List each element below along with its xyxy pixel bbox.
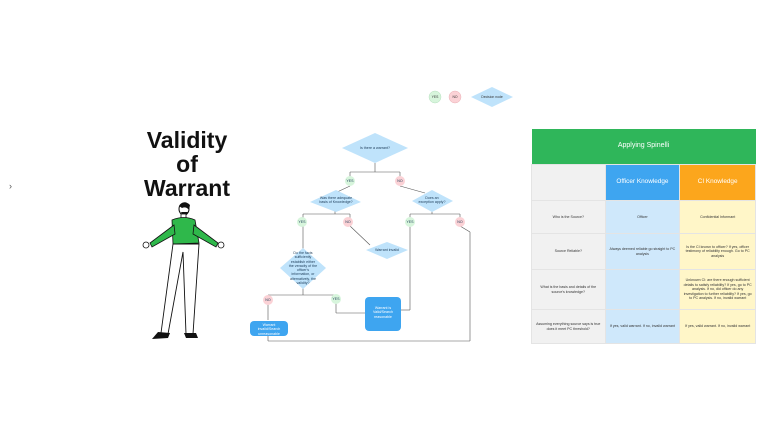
node-yes-2 xyxy=(297,217,307,227)
node-no-1 xyxy=(395,176,405,186)
expand-panel-arrow-icon[interactable]: › xyxy=(9,181,12,191)
row-ci: Confidential Informant xyxy=(679,200,756,234)
row-officer xyxy=(604,269,681,310)
page-title: Validity of Warrant xyxy=(128,128,246,200)
warrant-valid-label: Warrant is Valid/Search reasonable xyxy=(372,306,394,319)
q-facts-sufficient: Do the facts sufficiently establish eith… xyxy=(288,251,318,286)
q-exception-apply: Does an exception apply? xyxy=(418,196,446,205)
spinelli-table: Applying Spinelli Officer Knowledge CI K… xyxy=(531,129,756,344)
legend-no-label: NO xyxy=(452,95,458,99)
warrant-invalid-unreasonable-label: Warrant invalid/Search unreasonable xyxy=(257,323,281,336)
row-ci: Is the CI known to officer? If yes, offi… xyxy=(679,233,756,270)
table-row: Who is the Source? Officer Confidential … xyxy=(531,200,756,234)
table-row: Source Reliable? Always deemed reliable … xyxy=(531,233,756,270)
row-question: What is the basis and details of the sou… xyxy=(531,269,606,310)
node-yes-4 xyxy=(331,294,341,304)
title-line-3: Warrant xyxy=(143,175,231,201)
no-label-3: NO xyxy=(457,220,463,224)
legend-no-circle xyxy=(448,90,462,104)
legend-yes-label: YES xyxy=(431,95,439,99)
node-no-2 xyxy=(343,217,353,227)
table-row: What is the basis and details of the sou… xyxy=(531,269,756,310)
yes-label-1: YES xyxy=(346,179,354,183)
col-officer-knowledge: Officer Knowledge xyxy=(604,164,681,201)
diamond-facts-sufficient[interactable] xyxy=(280,248,326,289)
row-question: Assuming everything source says is true … xyxy=(531,309,606,344)
row-ci: If yes, valid warrant. If no, invalid wa… xyxy=(679,309,756,344)
box-warrant-invalid-unreasonable[interactable] xyxy=(250,321,288,336)
no-label-2: NO xyxy=(345,220,351,224)
legend-yes-circle xyxy=(428,90,442,104)
node-no-4 xyxy=(263,295,273,305)
q-basis-of-knowledge: Was there adequate basis of Knowledge? xyxy=(319,196,353,205)
table-title: Applying Spinelli xyxy=(531,129,756,165)
yes-label-3: YES xyxy=(406,220,414,224)
row-officer: Officer xyxy=(604,200,681,234)
diamond-warrant-invalid[interactable] xyxy=(366,242,408,259)
legend xyxy=(428,87,513,107)
table-row: Assuming everything source says is true … xyxy=(531,309,756,344)
node-no-3 xyxy=(455,217,465,227)
diamond-basis-of-knowledge[interactable] xyxy=(310,190,361,212)
legend-decision-label: Decision node xyxy=(481,95,503,99)
title-line-1: Validity xyxy=(146,127,228,153)
box-warrant-valid[interactable] xyxy=(365,297,401,331)
table-header-blank xyxy=(531,164,606,201)
diamond-is-there-warrant[interactable] xyxy=(342,133,408,163)
node-yes-3 xyxy=(405,217,415,227)
warrant-invalid-label: Warrant invalid xyxy=(375,248,399,252)
diamond-exception-apply[interactable] xyxy=(412,190,453,212)
no-label-1: NO xyxy=(397,179,403,183)
legend-decision-diamond xyxy=(471,87,513,107)
yes-label-4: YES xyxy=(332,297,340,301)
col-ci-knowledge: CI Knowledge xyxy=(679,164,756,201)
title-line-2: of xyxy=(176,151,198,177)
yes-label-2: YES xyxy=(298,220,306,224)
row-ci: Unknown CI: are there enough sufficient … xyxy=(679,269,756,310)
row-officer: If yes, valid warrant. If no, invalid wa… xyxy=(604,309,681,344)
node-yes-1 xyxy=(345,176,355,186)
row-question: Who is the Source? xyxy=(531,200,606,234)
row-officer: Always deemed reliable go straight to PC… xyxy=(604,233,681,270)
person-illustration xyxy=(142,202,225,339)
no-label-4: NO xyxy=(265,298,271,302)
row-question: Source Reliable? xyxy=(531,233,606,270)
q-is-there-warrant: Is there a warrant? xyxy=(360,146,390,150)
